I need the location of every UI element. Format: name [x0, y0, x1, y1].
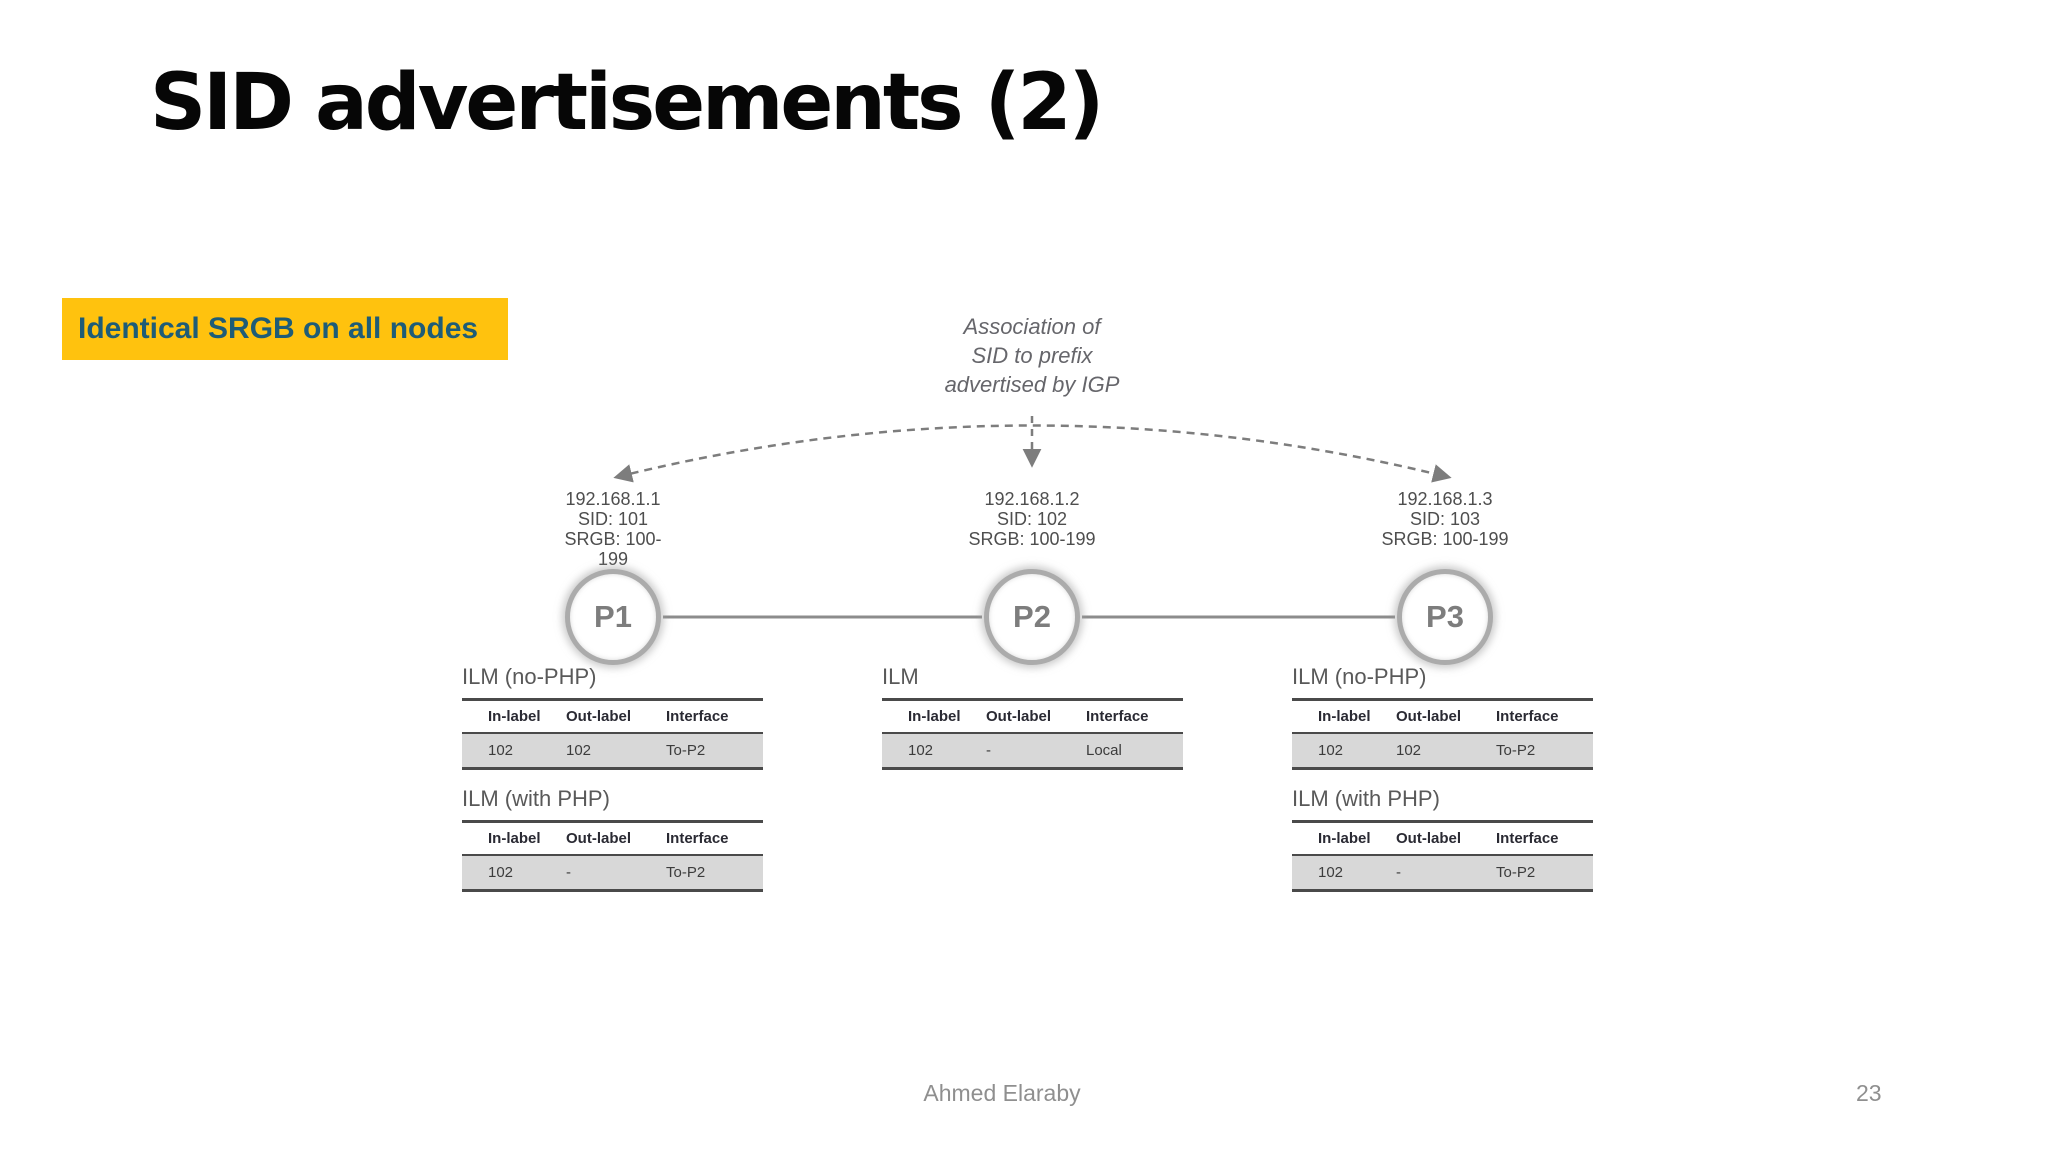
node-p2: P2 — [984, 569, 1080, 665]
cell-in-label: 102 — [1318, 742, 1344, 759]
col-header-interface: Interface — [1496, 708, 1559, 725]
col-header-out-label: Out-label — [1396, 708, 1462, 725]
col-header-out-label: Out-label — [1396, 830, 1462, 847]
cell-out-label: - — [986, 742, 991, 759]
p3-ilm-no-php-table: In-label Out-label Interface 102 102 To-… — [1292, 698, 1593, 770]
cell-out-label: 102 — [1396, 742, 1422, 759]
node-p3-sid: SID: 103 — [1409, 509, 1481, 529]
igp-annotation: Association of SID to prefix advertised … — [882, 312, 1182, 399]
table-header-row: In-label Out-label Interface — [462, 701, 763, 734]
node-p3-ip: 192.168.1.3 — [1397, 489, 1493, 509]
cell-interface: To-P2 — [666, 742, 706, 759]
p1-ilm-no-php-title: ILM (no-PHP) — [462, 664, 597, 689]
cell-in-label: 102 — [908, 742, 934, 759]
cell-out-label: 102 — [566, 742, 592, 759]
node-p1: P1 — [565, 569, 661, 665]
p1-ilm-no-php-table: In-label Out-label Interface 102 102 To-… — [462, 698, 763, 770]
col-header-interface: Interface — [666, 830, 729, 847]
col-header-interface: Interface — [1496, 830, 1559, 847]
table-row: 102 - Local — [882, 734, 1183, 767]
node-p2-ip: 192.168.1.2 — [984, 489, 1080, 509]
node-p3: P3 — [1397, 569, 1493, 665]
node-p3-label: 192.168.1.3 SID: 103 SRGB: 100-199 — [1335, 489, 1555, 549]
cell-out-label: - — [1396, 864, 1401, 881]
table-header-row: In-label Out-label Interface — [882, 701, 1183, 734]
node-p1-srgb-wrap: 199 — [597, 549, 629, 569]
node-p2-srgb: SRGB: 100-199 — [968, 529, 1096, 549]
igp-annotation-line: SID to prefix — [971, 343, 1093, 368]
col-header-out-label: Out-label — [566, 830, 632, 847]
table-row: 102 102 To-P2 — [462, 734, 763, 767]
node-p2-id: P2 — [1013, 599, 1051, 634]
p2-ilm-title: ILM — [882, 664, 919, 689]
col-header-in-label: In-label — [1318, 830, 1371, 847]
cell-interface: To-P2 — [1496, 864, 1536, 881]
cell-in-label: 102 — [488, 742, 514, 759]
p2-ilm-table: In-label Out-label Interface 102 - Local — [882, 698, 1183, 770]
p3-ilm-with-php-title: ILM (with PHP) — [1292, 786, 1440, 811]
col-header-in-label: In-label — [488, 708, 541, 725]
p3-ilm-no-php-title: ILM (no-PHP) — [1292, 664, 1427, 689]
node-p2-sid: SID: 102 — [996, 509, 1068, 529]
table-header-row: In-label Out-label Interface — [462, 823, 763, 856]
p3-ilm-with-php-table: In-label Out-label Interface 102 - To-P2 — [1292, 820, 1593, 892]
node-p1-srgb: SRGB: 100- — [564, 529, 662, 549]
slide-title: SID advertisements (2) — [150, 58, 1104, 148]
p1-ilm-with-php-title: ILM (with PHP) — [462, 786, 610, 811]
srgb-badge-label: Identical SRGB on all nodes — [78, 312, 479, 345]
association-arc — [613, 424, 1452, 483]
table-header-row: In-label Out-label Interface — [1292, 701, 1593, 734]
node-p1-sid: SID: 101 — [577, 509, 649, 529]
igp-annotation-line: Association of — [963, 314, 1101, 339]
node-p1-label: 192.168.1.1 SID: 101 SRGB: 100- 199 — [503, 489, 723, 569]
table-header-row: In-label Out-label Interface — [1292, 823, 1593, 856]
igp-annotation-line: advertised by IGP — [944, 372, 1120, 397]
col-header-in-label: In-label — [488, 830, 541, 847]
table-row: 102 102 To-P2 — [1292, 734, 1593, 767]
node-p1-id: P1 — [594, 599, 632, 634]
cell-in-label: 102 — [488, 864, 514, 881]
col-header-interface: Interface — [666, 708, 729, 725]
table-row: 102 - To-P2 — [1292, 856, 1593, 889]
col-header-out-label: Out-label — [566, 708, 632, 725]
node-p2-label: 192.168.1.2 SID: 102 SRGB: 100-199 — [922, 489, 1142, 549]
node-p1-ip: 192.168.1.1 — [565, 489, 661, 509]
node-p3-id: P3 — [1426, 599, 1464, 634]
node-p3-srgb: SRGB: 100-199 — [1381, 529, 1509, 549]
cell-out-label: - — [566, 864, 571, 881]
col-header-out-label: Out-label — [986, 708, 1052, 725]
col-header-in-label: In-label — [908, 708, 961, 725]
cell-in-label: 102 — [1318, 864, 1344, 881]
srgb-badge: Identical SRGB on all nodes — [62, 298, 508, 360]
page-number: 23 — [1856, 1080, 1882, 1106]
cell-interface: To-P2 — [666, 864, 706, 881]
table-row: 102 - To-P2 — [462, 856, 763, 889]
cell-interface: To-P2 — [1496, 742, 1536, 759]
p1-ilm-with-php-table: In-label Out-label Interface 102 - To-P2 — [462, 820, 763, 892]
footer-author: Ahmed Elaraby — [923, 1080, 1081, 1106]
col-header-interface: Interface — [1086, 708, 1149, 725]
col-header-in-label: In-label — [1318, 708, 1371, 725]
cell-interface: Local — [1086, 742, 1122, 759]
